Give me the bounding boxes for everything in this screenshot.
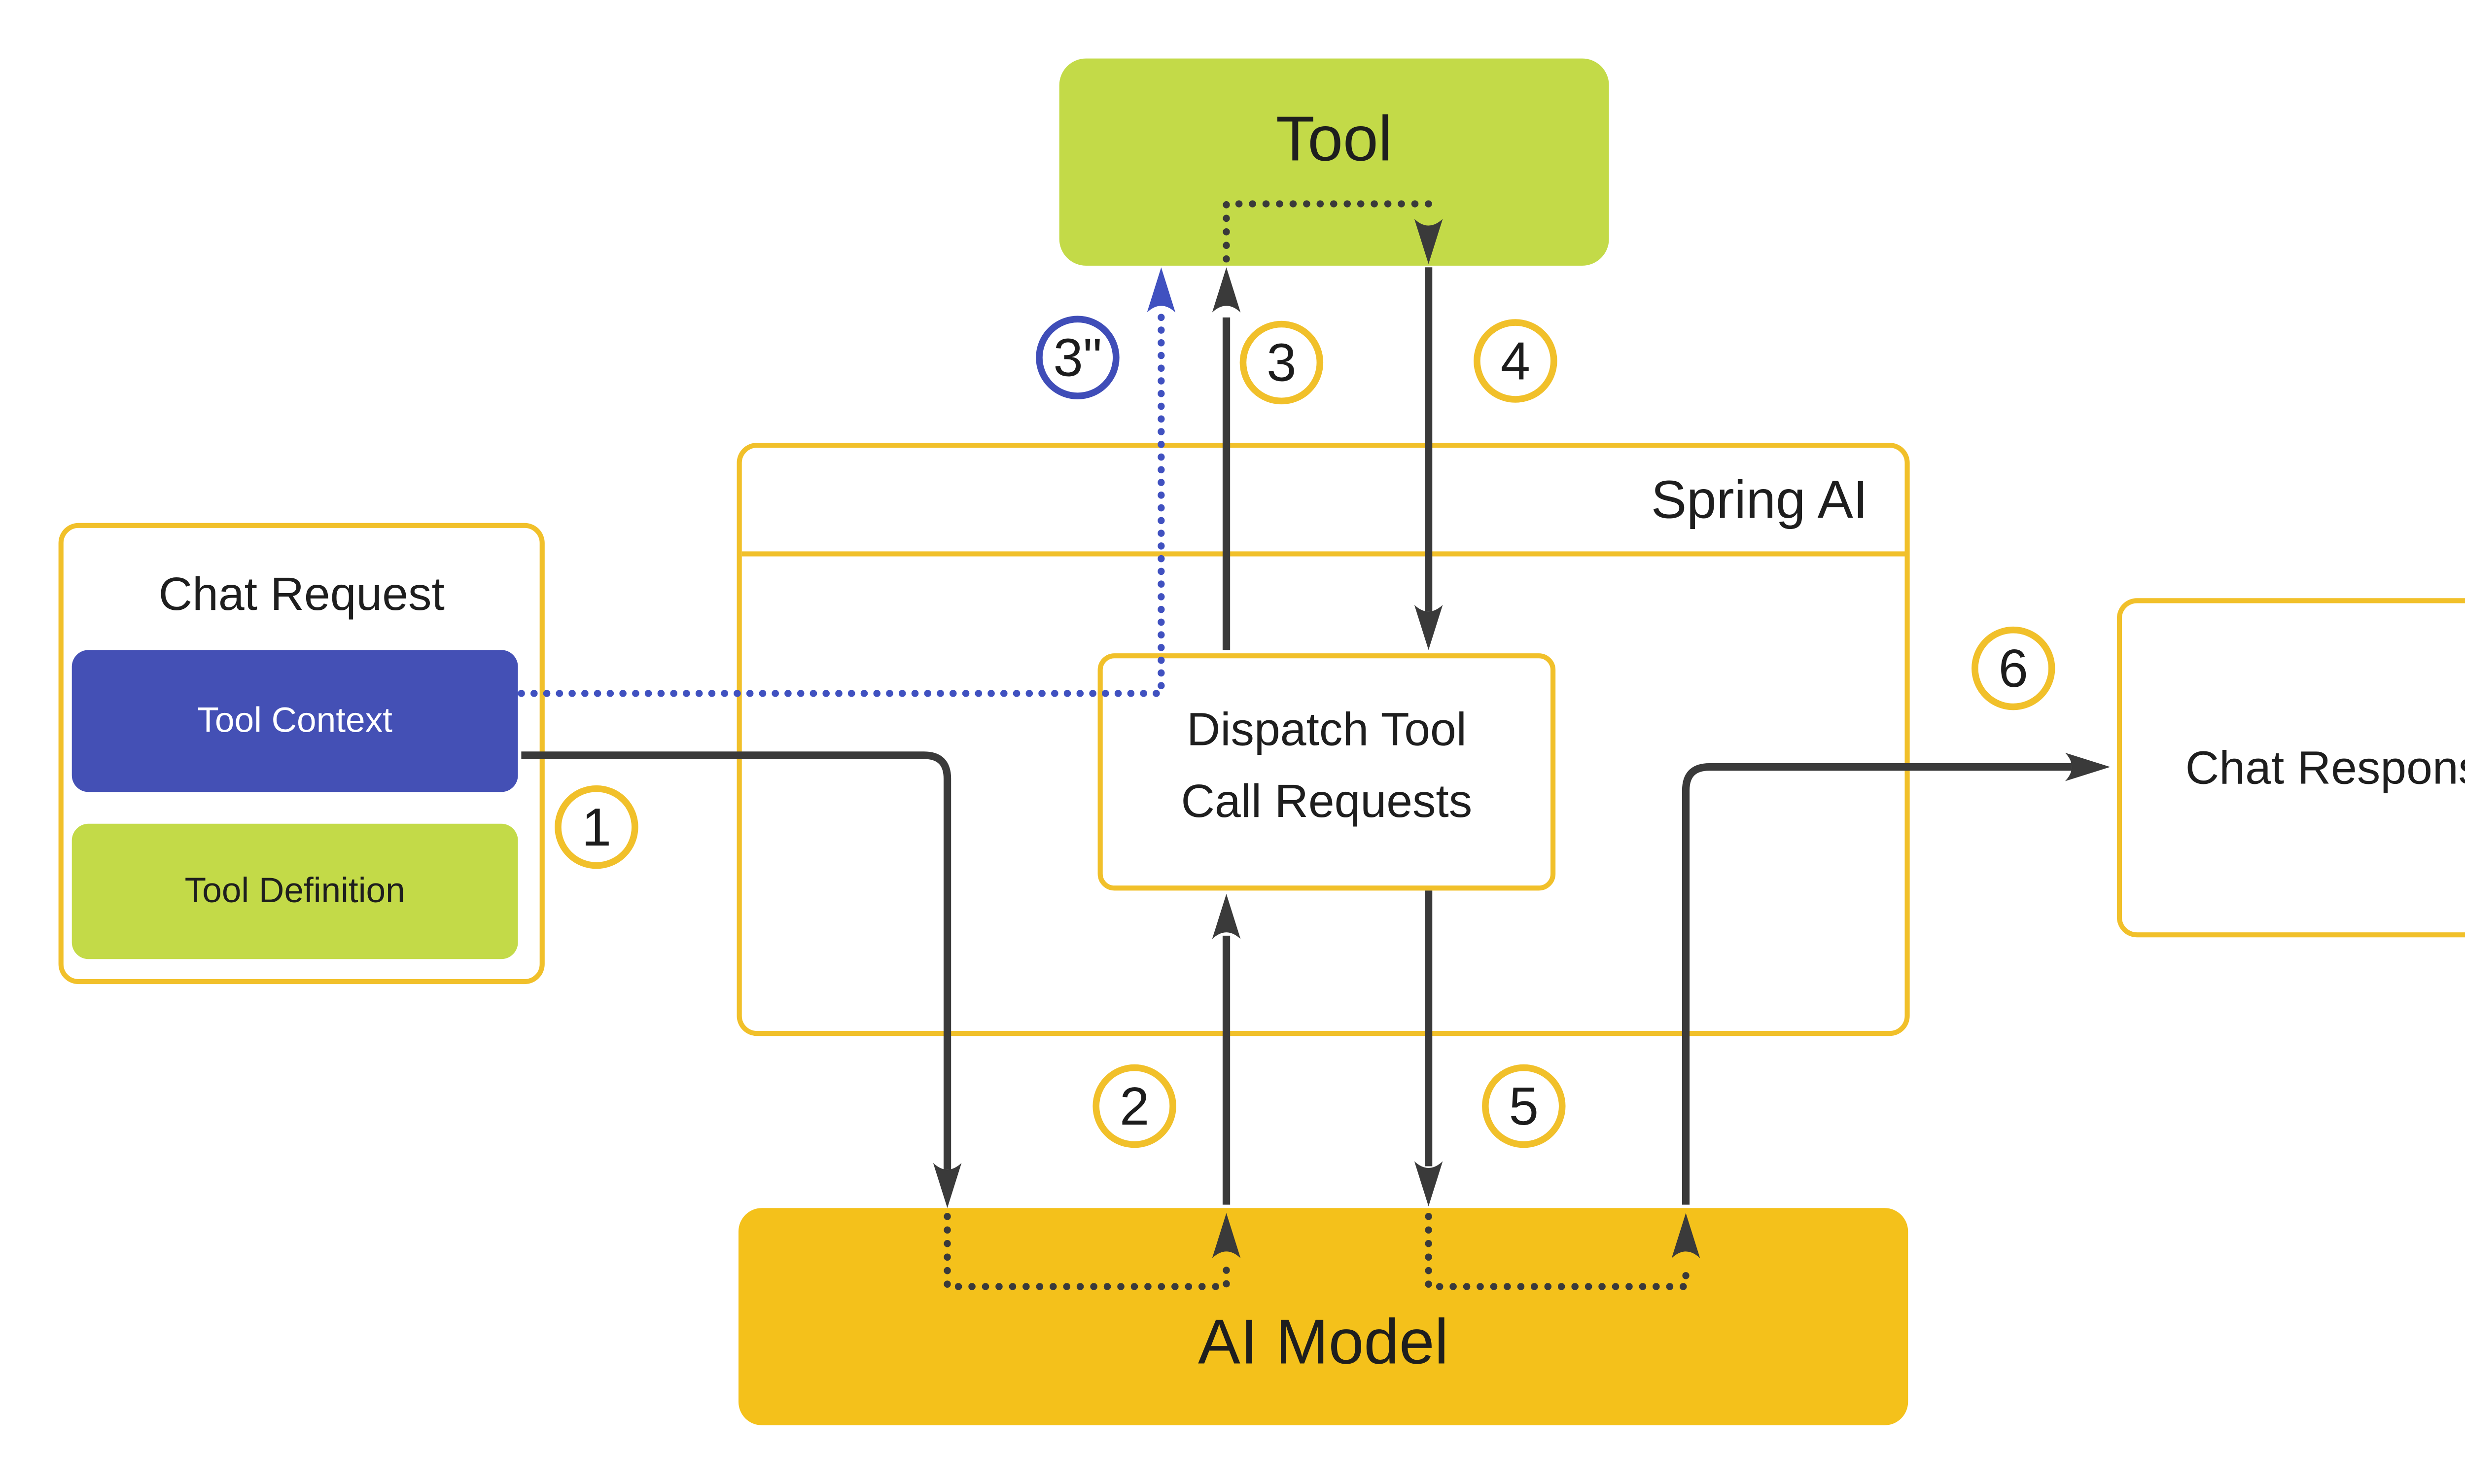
chat-response-node: Chat Response <box>2116 598 2465 938</box>
ai-model-label: AI Model <box>1197 1307 1449 1378</box>
dispatch-label-line1: Dispatch Tool <box>1186 703 1467 755</box>
tool-context-node: Tool Context <box>71 650 518 792</box>
tool-context-label: Tool Context <box>197 701 392 740</box>
dispatch-node: Dispatch Tool Call Requests <box>1097 653 1556 891</box>
step-badge-3-prime: 3" <box>1036 316 1120 399</box>
step-badge-6: 6 <box>1972 626 2055 710</box>
tool-context-dotted-head <box>1147 267 1176 313</box>
dispatch-label-line2: Call Requests <box>1181 775 1473 827</box>
ai-model-node: AI Model <box>738 1208 1908 1425</box>
chat-response-label: Chat Response <box>2185 741 2465 793</box>
chat-request-title: Chat Request <box>158 568 445 620</box>
arrow-1-head <box>933 1163 962 1208</box>
step-badge-2: 2 <box>1092 1064 1176 1148</box>
tool-node-label: Tool <box>1276 104 1393 175</box>
step-badge-4: 4 <box>1474 319 1557 403</box>
tool-definition-node: Tool Definition <box>71 823 518 959</box>
arrow-3-head <box>1212 267 1241 313</box>
spring-ai-label: Spring AI <box>1651 468 1868 529</box>
step-badge-5: 5 <box>1482 1064 1566 1148</box>
tool-definition-label: Tool Definition <box>184 871 405 910</box>
spring-ai-header: Spring AI <box>741 448 1905 557</box>
arrow-6-head <box>2065 752 2111 781</box>
step-badge-1: 1 <box>555 785 638 869</box>
arrow-5-head <box>1414 1161 1443 1206</box>
tool-node: Tool <box>1059 58 1609 266</box>
step-badge-3: 3 <box>1239 320 1324 405</box>
